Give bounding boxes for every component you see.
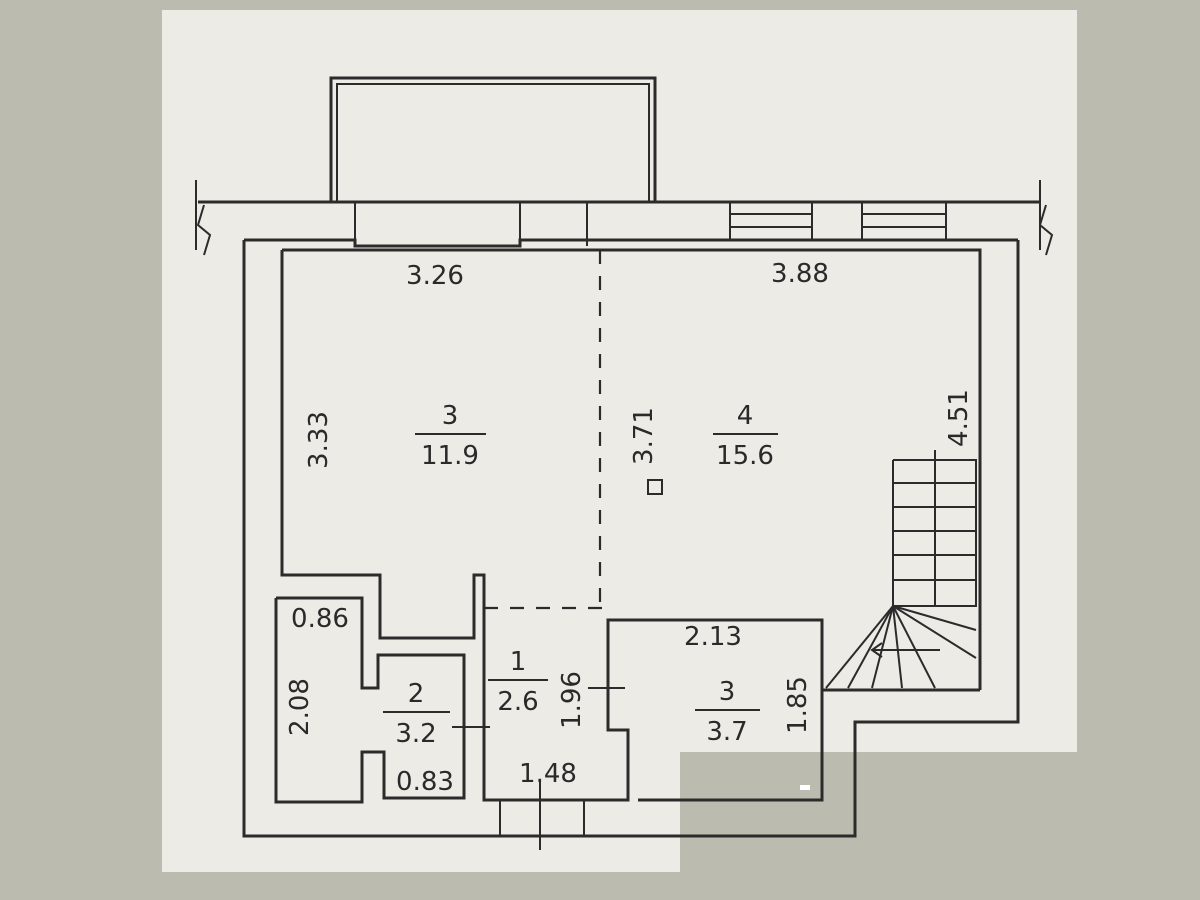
room-hall-number: 1 — [510, 647, 527, 677]
inner-walls — [274, 248, 982, 850]
paper-sheet — [162, 10, 1077, 872]
room-large-right-number: 4 — [737, 401, 754, 431]
dim-top-right-width: 3.88 — [771, 259, 829, 289]
room-small-number: 3 — [719, 677, 736, 707]
room-large-left-number: 3 — [442, 401, 459, 431]
room-bath-number: 2 — [408, 679, 425, 709]
window-left — [729, 201, 813, 241]
outer-walls — [195, 180, 1054, 838]
dim-room3-height: 1.85 — [783, 676, 813, 734]
marker-dot — [800, 785, 810, 790]
dim-hall-height: 1.96 — [557, 671, 587, 729]
window-right — [861, 201, 947, 241]
room-hall-area: 2.6 — [497, 687, 538, 717]
room-small-area: 3.7 — [706, 717, 747, 747]
dim-room3-width: 2.13 — [684, 622, 742, 652]
dim-top-left-width: 3.26 — [406, 261, 464, 291]
dim-closet-height: 2.08 — [285, 678, 315, 736]
room-large-left-area: 11.9 — [421, 441, 479, 471]
dim-bath-width: 0.83 — [396, 767, 454, 797]
dim-hall-width: 1.48 — [519, 759, 577, 789]
room-bath-area: 3.2 — [395, 719, 436, 749]
dim-closet-width: 0.86 — [291, 604, 349, 634]
marker-square — [647, 479, 663, 495]
dim-left-height: 3.33 — [304, 411, 334, 469]
staircase — [825, 450, 977, 689]
room-large-right-area: 15.6 — [716, 441, 774, 471]
dim-stair-height: 4.51 — [944, 389, 974, 447]
dim-center-height: 3.71 — [629, 407, 659, 465]
paper-lower-notch — [680, 752, 1080, 877]
